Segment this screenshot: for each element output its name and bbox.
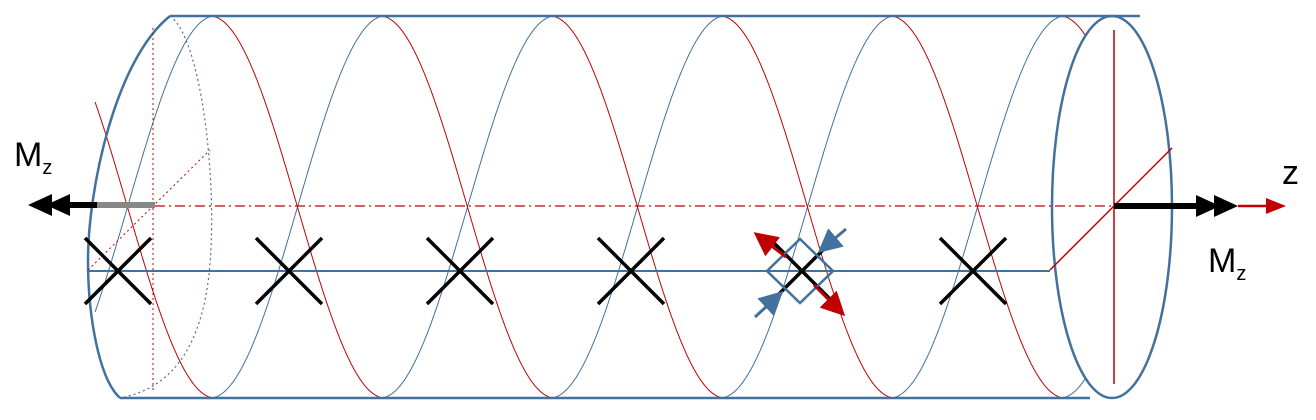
helix-fibre-red (380, 15, 555, 399)
cylinder-left-end-back (119, 15, 213, 399)
helix-fibre-red (94, 101, 215, 399)
left-section-plane (87, 28, 211, 392)
helix-fibre-red (210, 15, 385, 399)
helix-fibre-red (720, 15, 895, 399)
cross-marker (425, 236, 495, 306)
cross-marker-stroke (596, 236, 666, 306)
helix-fibre-blue (1060, 378, 1086, 399)
helix-fibre-red (890, 15, 1065, 399)
helix-fibre-red (1060, 15, 1086, 36)
tension-arrow-up (753, 232, 787, 259)
helix-fibres-blue (94, 15, 1086, 399)
compression-arrow-bottom (753, 290, 784, 319)
cross-marker-stroke (938, 236, 1008, 306)
left-moment-arrow (28, 194, 155, 216)
cross-marker (254, 236, 324, 306)
stress-element-square (765, 237, 835, 305)
cylinder-left-end-front (86, 15, 171, 399)
cross-marker (596, 236, 666, 306)
cross-marker (938, 236, 1008, 306)
right-moment-label: Mz (1208, 242, 1246, 285)
cross-marker-stroke (254, 236, 324, 306)
stress-element (753, 227, 847, 319)
cross-marker-stroke (83, 236, 153, 306)
right-moment-arrow (1114, 195, 1238, 217)
helix-fibres-red (94, 15, 1086, 399)
tension-arrow-down (812, 283, 846, 317)
z-axis-arrow (1238, 198, 1286, 214)
z-axis-label: z (1282, 154, 1299, 192)
helix-fibre-red (550, 15, 725, 399)
cross-marker-stroke (425, 236, 495, 306)
compression-arrow-top (817, 227, 847, 253)
helix-fibre-blue (94, 15, 215, 313)
left-moment-label: Mz (14, 136, 52, 179)
cylinder-outline (86, 14, 1174, 400)
cross-marker (83, 236, 153, 306)
